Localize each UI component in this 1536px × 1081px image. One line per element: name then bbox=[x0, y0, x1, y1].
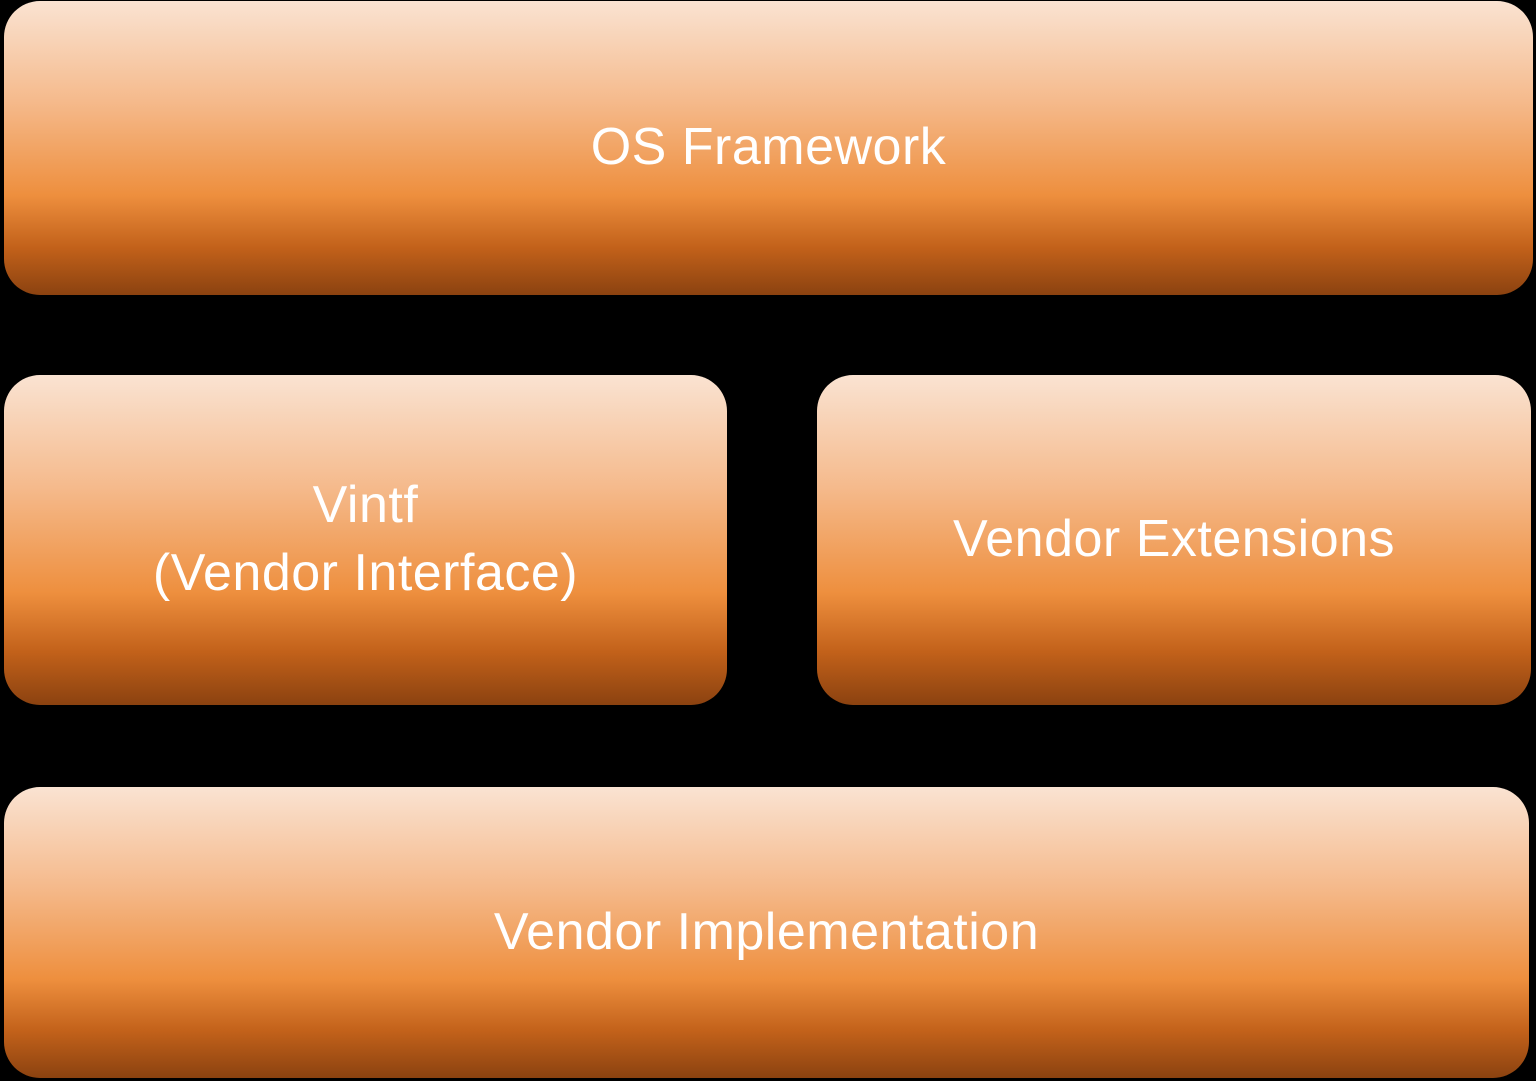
block-os-framework: OS Framework bbox=[4, 1, 1533, 295]
block-vendor-implementation: Vendor Implementation bbox=[4, 787, 1529, 1078]
block-vendor-extensions-label: Vendor Extensions bbox=[952, 510, 1396, 569]
block-vintf-vendor-interface-label: Vintf (Vendor Interface) bbox=[152, 476, 579, 602]
block-vendor-extensions: Vendor Extensions bbox=[817, 375, 1531, 705]
block-vintf-vendor-interface: Vintf (Vendor Interface) bbox=[4, 375, 727, 705]
block-os-framework-label: OS Framework bbox=[590, 118, 947, 177]
block-vendor-implementation-label: Vendor Implementation bbox=[493, 902, 1040, 961]
